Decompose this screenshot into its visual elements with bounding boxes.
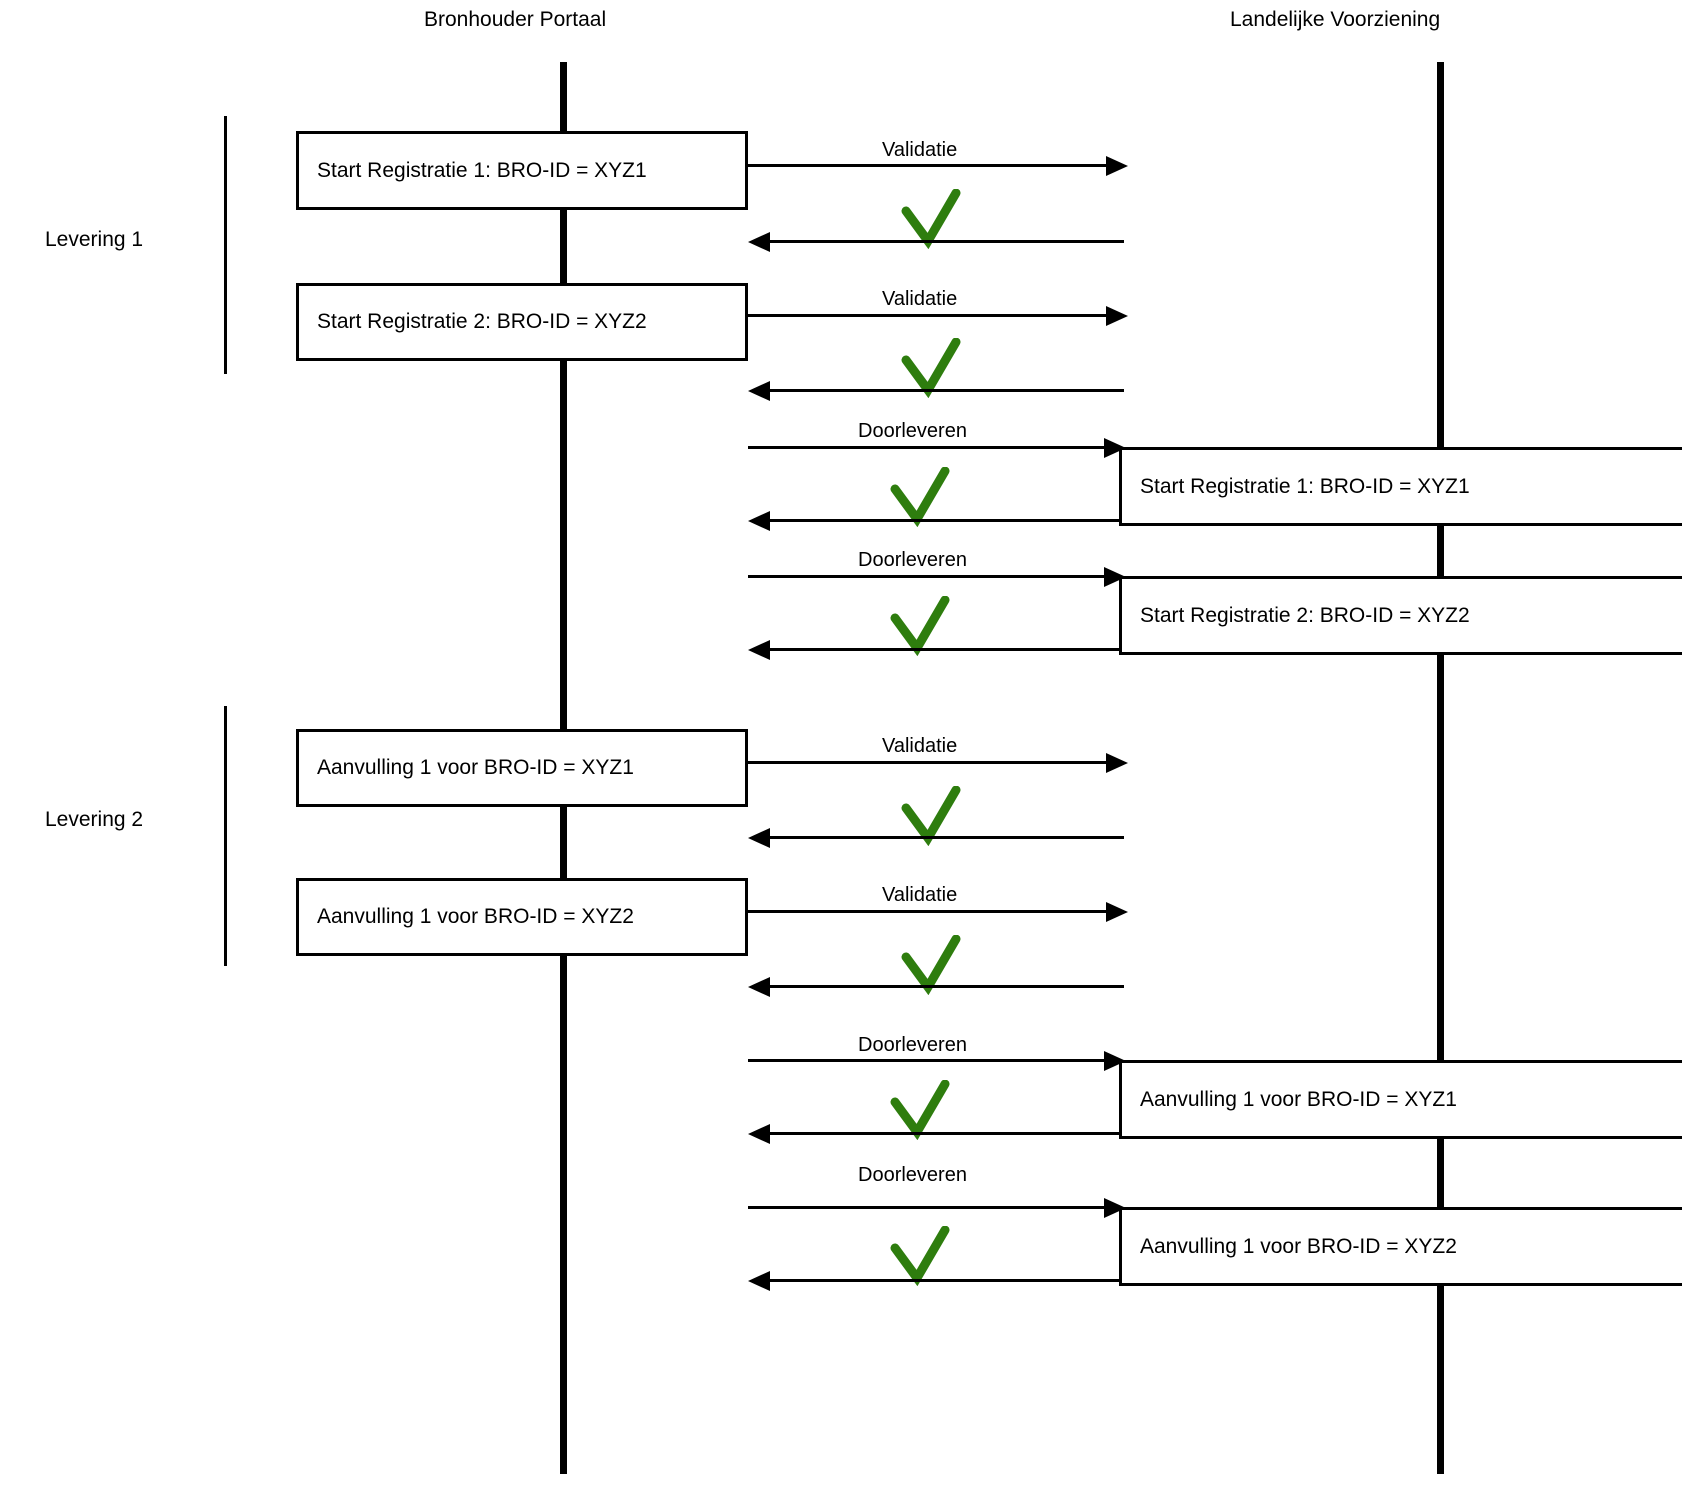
message-line-doorleveren-2: [748, 575, 1119, 578]
message-line-doorleveren-3-return: [770, 1132, 1120, 1135]
message-label-validatie-3: Validatie: [876, 735, 964, 758]
arrowhead-left-doorleveren-1-return: [748, 511, 770, 531]
left-box-start-registratie-1-label: Start Registratie 1: BRO-ID = XYZ1: [317, 158, 647, 182]
message-line-validatie-1: [748, 164, 1106, 167]
arrowhead-right-validatie-3: [1106, 753, 1128, 773]
message-line-validatie-4: [748, 910, 1106, 913]
arrowhead-left-validatie-3-return: [748, 828, 770, 848]
check-mark-icon: [890, 596, 950, 656]
right-box-aanvulling-1-xyz2[interactable]: Aanvulling 1 voor BRO-ID = XYZ2: [1119, 1207, 1682, 1286]
right-box-start-registratie-1[interactable]: Start Registratie 1: BRO-ID = XYZ1: [1119, 447, 1682, 526]
arrowhead-right-doorleveren-1: [1104, 438, 1126, 458]
arrowhead-right-validatie-1: [1106, 156, 1128, 176]
message-line-doorleveren-4: [748, 1206, 1119, 1209]
right-box-aanvulling-1-xyz2-label: Aanvulling 1 voor BRO-ID = XYZ2: [1140, 1234, 1457, 1258]
check-mark-icon: [890, 467, 950, 527]
group-bracket-levering-2: [224, 706, 227, 966]
lifeline-label-landelijke-voorziening: Landelijke Voorziening: [1230, 8, 1441, 31]
message-line-validatie-2: [748, 314, 1106, 317]
check-mark-icon: [890, 1226, 950, 1286]
arrowhead-left-validatie-2-return: [748, 381, 770, 401]
arrowhead-left-validatie-1-return: [748, 232, 770, 252]
left-box-aanvulling-1-xyz1[interactable]: Aanvulling 1 voor BRO-ID = XYZ1: [296, 729, 748, 807]
right-box-start-registratie-1-label: Start Registratie 1: BRO-ID = XYZ1: [1140, 474, 1470, 498]
message-line-doorleveren-3: [748, 1059, 1119, 1062]
arrowhead-left-doorleveren-2-return: [748, 640, 770, 660]
message-line-validatie-3: [748, 761, 1106, 764]
message-line-doorleveren-4-return: [770, 1279, 1120, 1282]
arrowhead-right-doorleveren-2: [1104, 567, 1126, 587]
check-mark-icon: [890, 1080, 950, 1140]
left-box-aanvulling-1-xyz2-label: Aanvulling 1 voor BRO-ID = XYZ2: [317, 905, 634, 928]
right-box-start-registratie-2-label: Start Registratie 2: BRO-ID = XYZ2: [1140, 603, 1470, 627]
right-box-aanvulling-1-xyz1[interactable]: Aanvulling 1 voor BRO-ID = XYZ1: [1119, 1060, 1682, 1139]
arrowhead-left-validatie-4-return: [748, 977, 770, 997]
message-label-validatie-1: Validatie: [876, 139, 964, 162]
arrowhead-right-doorleveren-4: [1104, 1198, 1126, 1218]
message-line-validatie-1-return: [770, 240, 1124, 243]
message-line-validatie-4-return: [770, 985, 1124, 988]
message-line-validatie-2-return: [770, 389, 1124, 392]
message-line-validatie-3-return: [770, 836, 1124, 839]
group-label-levering-2: Levering 2: [45, 808, 144, 831]
message-line-doorleveren-1: [748, 446, 1119, 449]
message-label-doorleveren-3: Doorleveren: [852, 1034, 973, 1057]
arrowhead-left-doorleveren-4-return: [748, 1271, 770, 1291]
message-label-validatie-2: Validatie: [876, 288, 964, 311]
message-line-doorleveren-2-return: [770, 648, 1120, 651]
group-label-levering-1: Levering 1: [45, 228, 144, 251]
message-label-doorleveren-1: Doorleveren: [852, 420, 973, 443]
message-label-doorleveren-2: Doorleveren: [852, 549, 973, 572]
arrowhead-right-doorleveren-3: [1104, 1051, 1126, 1071]
message-label-doorleveren-4: Doorleveren: [852, 1164, 973, 1187]
group-bracket-levering-1: [224, 116, 227, 374]
message-line-doorleveren-1-return: [770, 519, 1120, 522]
right-box-aanvulling-1-xyz1-label: Aanvulling 1 voor BRO-ID = XYZ1: [1140, 1087, 1457, 1111]
lifeline-landelijke-voorziening: [1437, 62, 1444, 1474]
arrowhead-right-validatie-2: [1106, 306, 1128, 326]
left-box-start-registratie-2[interactable]: Start Registratie 2: BRO-ID = XYZ2: [296, 283, 748, 361]
left-box-start-registratie-1[interactable]: Start Registratie 1: BRO-ID = XYZ1: [296, 131, 748, 210]
left-box-aanvulling-1-xyz2[interactable]: Aanvulling 1 voor BRO-ID = XYZ2: [296, 878, 748, 956]
left-box-start-registratie-2-label: Start Registratie 2: BRO-ID = XYZ2: [317, 310, 647, 333]
left-box-aanvulling-1-xyz1-label: Aanvulling 1 voor BRO-ID = XYZ1: [317, 756, 634, 779]
arrowhead-right-validatie-4: [1106, 902, 1128, 922]
lifeline-label-bronhouder-portaal: Bronhouder Portaal: [424, 8, 607, 31]
message-label-validatie-4: Validatie: [876, 884, 964, 907]
right-box-start-registratie-2[interactable]: Start Registratie 2: BRO-ID = XYZ2: [1119, 576, 1682, 655]
arrowhead-left-doorleveren-3-return: [748, 1124, 770, 1144]
